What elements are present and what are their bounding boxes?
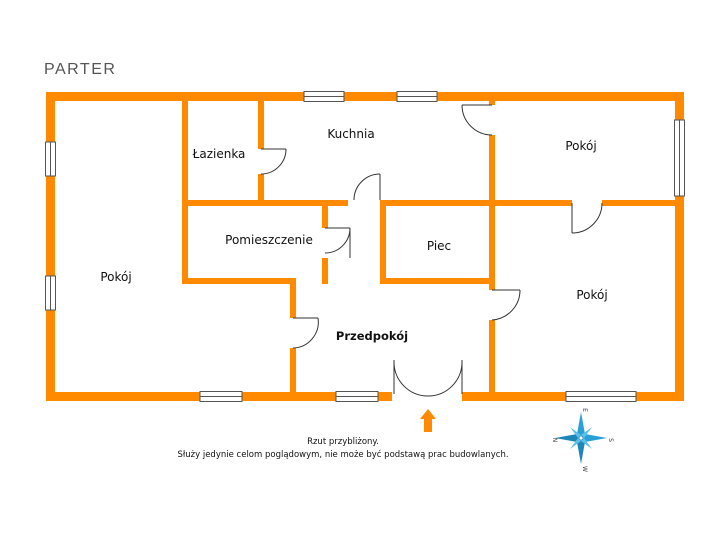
- entrance-arrow-icon: [420, 409, 436, 432]
- plan-title: PARTER: [44, 61, 116, 78]
- wall-hall-left-lower: [290, 348, 296, 394]
- wall-boiler-left: [380, 200, 386, 284]
- window-bottom-3: [565, 391, 637, 402]
- room-label-bathroom: Łazienka: [192, 147, 246, 161]
- room-label-hallway: Przedpokój: [336, 329, 408, 343]
- disclaimer-line-2: Służy jedynie celom poglądowym, nie może…: [177, 449, 508, 460]
- window-top-1: [303, 91, 345, 102]
- wall-boiler-bottom: [380, 278, 494, 284]
- window-left-1: [45, 141, 56, 177]
- door-hall-left: [292, 317, 319, 349]
- compass-letter-w: W: [581, 466, 588, 472]
- room-label-kitchen: Kuchnia: [327, 127, 374, 141]
- door-top-right-room: [461, 104, 493, 136]
- wall-boiler-top: [380, 200, 494, 206]
- window-top-2: [396, 91, 438, 102]
- window-bottom-2: [335, 391, 379, 402]
- disclaimer-line-1: Rzut przybliżony.: [307, 437, 379, 447]
- wall-storage-right-lower: [322, 258, 328, 284]
- room-label-room-bottom-right: Pokój: [576, 288, 607, 302]
- door-bathroom: [260, 148, 287, 175]
- compass-letter-n: N: [551, 438, 558, 443]
- outer-wall-left: [46, 92, 55, 401]
- wall-hall-left-upper: [290, 278, 296, 318]
- room-label-room-top-right: Pokój: [565, 139, 596, 153]
- window-right: [674, 119, 685, 197]
- outer-wall-top: [46, 92, 684, 101]
- outer-wall-right: [675, 92, 684, 401]
- window-left-2: [45, 275, 56, 311]
- room-label-boiler: Piec: [427, 239, 451, 253]
- room-label-storage: Pomieszczenie: [225, 233, 313, 247]
- doors: [260, 104, 603, 397]
- window-bottom-1: [199, 391, 243, 402]
- door-between-right-rooms: [571, 202, 603, 234]
- wall-bath-bottom: [182, 200, 348, 206]
- wall-mid-upper: [489, 135, 495, 290]
- compass-letter-e: E: [581, 408, 588, 412]
- room-label-room-left: Pokój: [100, 270, 131, 284]
- door-entrance: [393, 360, 463, 397]
- wall-bath-right-upper: [258, 97, 264, 149]
- compass-letter-s: S: [607, 438, 614, 442]
- windows: [45, 91, 685, 402]
- wall-left-room-upper: [182, 97, 188, 283]
- door-kitchen: [353, 173, 381, 201]
- wall-bath-right-lower: [258, 174, 264, 206]
- wall-mid-top-stub: [489, 97, 495, 105]
- wall-right-divider-left: [492, 200, 572, 206]
- wall-right-divider-right: [602, 200, 680, 206]
- wall-mid-lower: [489, 320, 495, 394]
- wall-storage-right-upper: [322, 200, 328, 228]
- door-bottom-right-room: [491, 289, 521, 321]
- door-storage: [324, 227, 351, 258]
- compass-rose-icon: [555, 412, 607, 464]
- wall-storage-bottom: [182, 278, 296, 284]
